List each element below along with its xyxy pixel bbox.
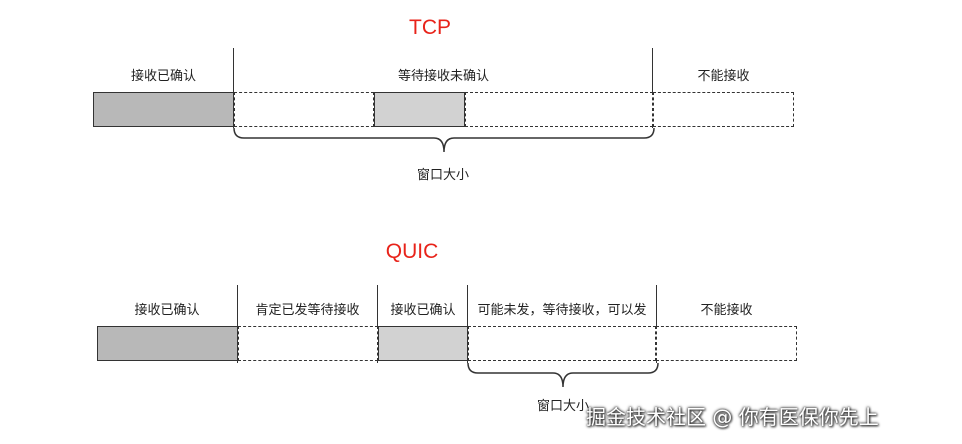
watermark-text: 掘金技术社区 @ 你有医保你先上	[586, 405, 879, 429]
quic-window-label: 窗口大小	[536, 399, 589, 414]
quic-block-sent-waiting	[238, 326, 378, 361]
quic-label-maybe: 可能未发，等待接收，可以发	[477, 303, 647, 318]
quic-block-acked	[97, 326, 238, 361]
tcp-window-brace	[233, 127, 655, 153]
tcp-divider-2	[652, 48, 653, 128]
tcp-block-received	[374, 92, 465, 127]
quic-block-acked-2	[378, 326, 468, 361]
tcp-block-unacked-2	[465, 92, 653, 127]
quic-label-acked-2: 接收已确认	[390, 303, 456, 318]
quic-label-cannot: 不能接收	[700, 303, 753, 318]
quic-block-cannot	[656, 326, 797, 361]
quic-window-brace	[467, 362, 659, 388]
tcp-title: TCP	[409, 16, 451, 39]
quic-divider-1	[237, 285, 238, 363]
quic-label-acked: 接收已确认	[134, 303, 200, 318]
tcp-label-cannot: 不能接收	[697, 69, 750, 84]
quic-divider-2	[377, 285, 378, 363]
quic-divider-4	[656, 285, 657, 363]
tcp-block-cannot	[653, 92, 794, 127]
tcp-block-acked	[93, 92, 234, 127]
tcp-label-waiting: 等待接收未确认	[397, 69, 489, 84]
tcp-divider-1	[233, 48, 234, 128]
quic-divider-3	[467, 285, 468, 363]
tcp-window-label: 窗口大小	[416, 168, 469, 183]
quic-block-maybe	[468, 326, 656, 361]
quic-title: QUIC	[385, 240, 439, 263]
quic-label-sent-waiting: 肯定已发等待接收	[255, 303, 360, 318]
tcp-block-unacked-1	[234, 92, 374, 127]
tcp-label-acked: 接收已确认	[130, 69, 196, 84]
